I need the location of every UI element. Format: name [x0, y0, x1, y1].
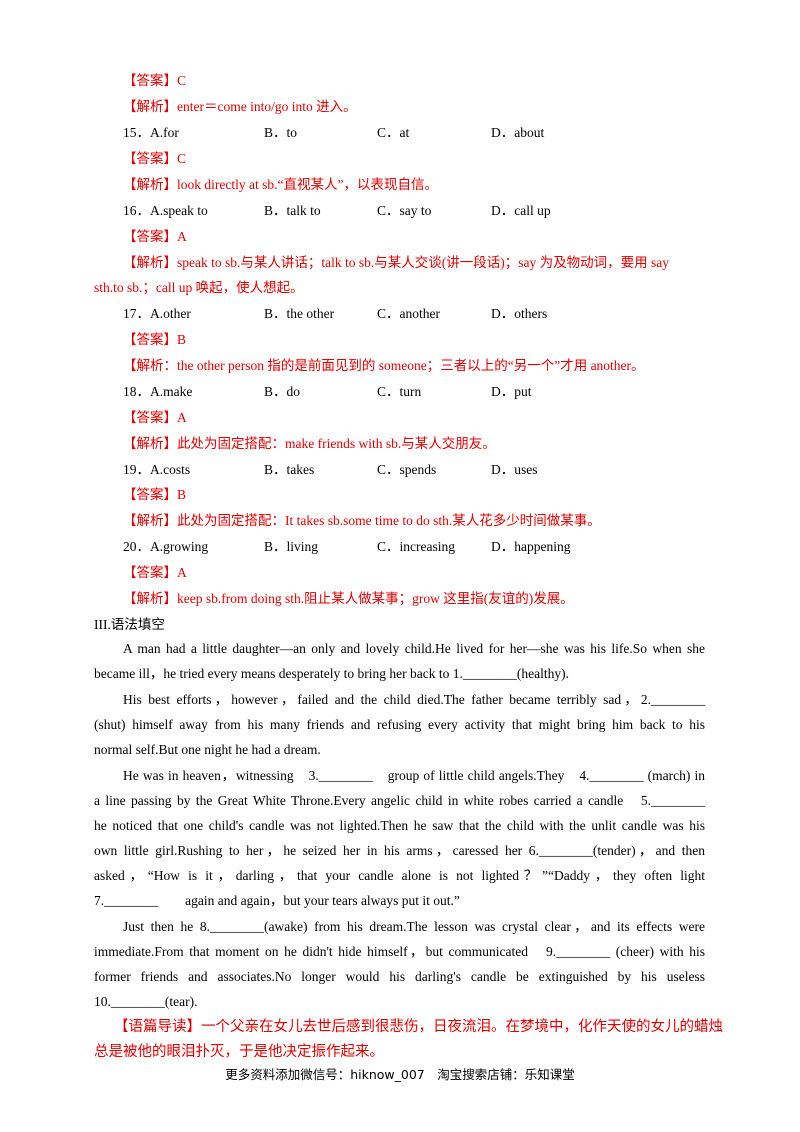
question-19-option-b: B．takes: [264, 462, 315, 477]
question-17-option-d: D．others: [491, 306, 548, 321]
question-19-option-a: 19．A.costs: [123, 462, 191, 477]
reading-guide-label: 【语篇导读】: [114, 1019, 201, 1035]
question-16-option-c: C．say to: [377, 203, 432, 218]
answer-19: 【答案】B: [123, 487, 187, 502]
answer-15: 【答案】C: [123, 151, 187, 166]
question-20-option-a: 20．A.growing: [123, 539, 209, 554]
question-16-option-b: B．talk to: [264, 203, 321, 218]
question-17-option-a: 17．A.other: [123, 306, 191, 321]
question-15-option-c: C．at: [377, 125, 410, 140]
question-18-option-d: D．put: [491, 384, 532, 399]
analysis-16-continued: sth.to sb.；call up 唤起，使人想起。: [94, 280, 304, 295]
question-18-option-b: B．do: [264, 384, 301, 399]
question-18-option-a: 18．A.make: [123, 384, 193, 399]
answer-20: 【答案】A: [123, 565, 187, 580]
passage-paragraph-2: His best efforts，however，failed and the …: [94, 692, 705, 757]
question-19-option-d: D．uses: [491, 462, 538, 477]
question-20-option-c: C．increasing: [377, 539, 455, 554]
reading-guide: 【语篇导读】一个父亲在女儿去世后感到很悲伤，日夜流泪。在梦境中，化作天使的女儿的…: [94, 1019, 723, 1060]
question-15-option-d: D．about: [491, 125, 545, 140]
question-16-option-a: 16．A.speak to: [123, 203, 208, 218]
question-20-option-b: B．living: [264, 539, 319, 554]
question-17-option-c: C．another: [377, 306, 440, 321]
answer-16: 【答案】A: [123, 229, 187, 244]
passage-paragraph-3: He was in heaven，witnessing 3.________ g…: [94, 768, 705, 908]
question-17-option-b: B．the other: [264, 306, 335, 321]
question-20-option-d: D．happening: [491, 539, 571, 554]
section-title: III.语法填空: [94, 617, 165, 632]
question-16-option-d: D．call up: [491, 203, 551, 218]
passage-paragraph-1: A man had a little daughter—an only and …: [94, 641, 705, 681]
analysis-20: 【解析】keep sb.from doing sth.阻止某人做某事；grow …: [123, 591, 574, 606]
analysis-16: 【解析】speak to sb.与某人讲话；talk to sb.与某人交谈(讲…: [123, 255, 669, 270]
question-15-option-b: B．to: [264, 125, 298, 140]
passage-paragraph-4: Just then he 8.________(awake) from his …: [94, 919, 705, 1009]
analysis-18: 【解析】此处为固定搭配：make friends with sb.与某人交朋友。: [123, 436, 496, 451]
analysis-15: 【解析】look directly at sb.“直视某人”，以表现自信。: [123, 177, 438, 192]
analysis-19: 【解析】此处为固定搭配：It takes sb.some time to do …: [123, 513, 601, 528]
answer-18: 【答案】A: [123, 410, 187, 425]
analysis-14: 【解析】enter＝come into/go into 进入。: [123, 99, 357, 114]
answer-14: 【答案】C: [123, 73, 187, 88]
question-15-option-a: 15．A.for: [123, 125, 179, 140]
footer-note: 更多资料添加微信号：hiknow_007 淘宝搜索店铺：乐知课堂: [225, 1067, 575, 1082]
question-18-option-c: C．turn: [377, 384, 422, 399]
question-19-option-c: C．spends: [377, 462, 437, 477]
answer-17: 【答案】B: [123, 332, 187, 347]
analysis-17: 【解析：the other person 指的是前面见到的 someone；三者…: [123, 358, 645, 373]
